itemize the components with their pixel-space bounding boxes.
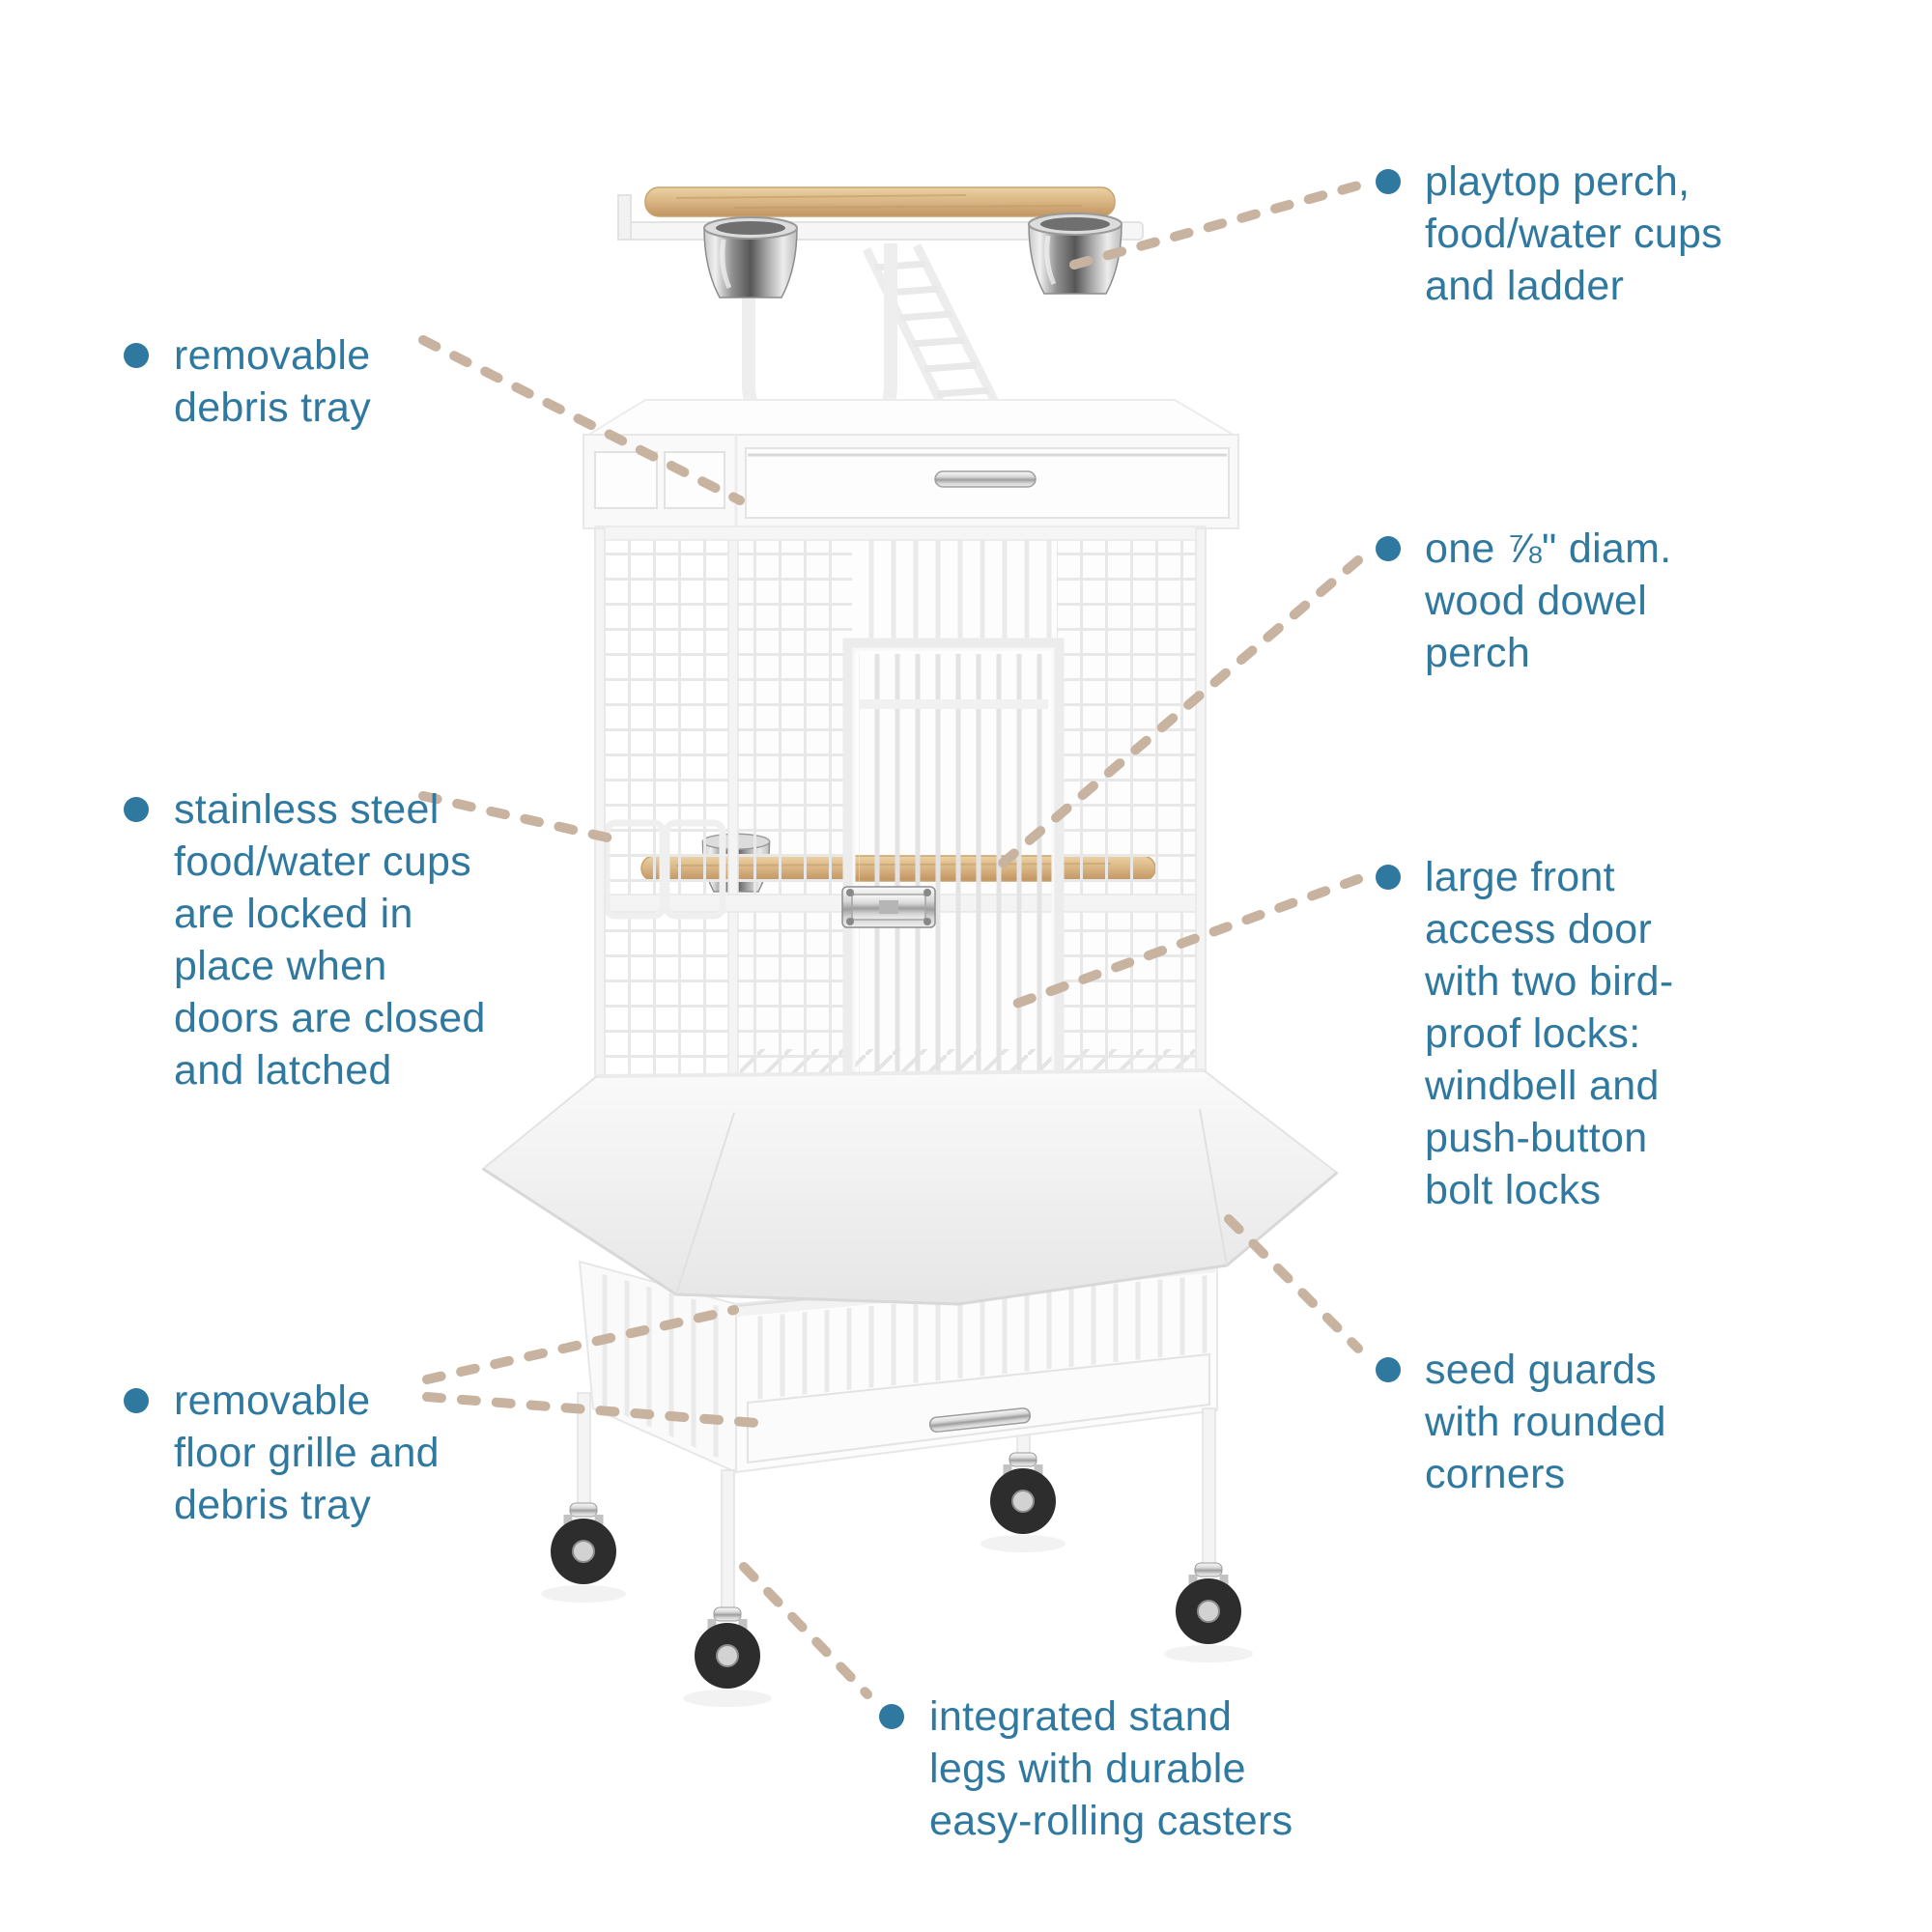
callout-line: debris tray [174,384,372,431]
seed-guard [481,1068,1339,1306]
cage-above-door-bars [854,539,1057,645]
callout-floor-grille: removable floor grille and debris tray [174,1375,440,1531]
callout-line: with two bird- [1425,958,1674,1005]
callout-front-door: large front access door with two bird- p… [1425,851,1674,1216]
bullet-seed-guards [1376,1357,1401,1382]
callout-line: large front [1425,854,1615,900]
callout-line: place when [174,943,387,989]
playtop [617,186,1144,434]
leader-cups-locked [418,791,625,845]
callout-line: and ladder [1425,263,1625,309]
leader-debris-tray [418,335,745,505]
door-latch-lock [841,886,936,928]
leader-front-door [1004,874,1363,1011]
callout-line: and latched [174,1047,392,1094]
bullet-debris-tray [124,343,149,368]
stand-legs-back [551,1348,1056,1584]
callout-line: debris tray [174,1482,372,1528]
food-water-cup-left [703,216,798,298]
callout-line: doors are closed [174,995,486,1041]
callout-line: playtop perch, [1425,158,1690,205]
caster-front-left [695,1606,760,1689]
bullet-floor-grille [124,1388,149,1413]
leg-front-left [721,1469,735,1616]
feeder-doors [603,819,726,920]
callout-line: removable [174,1378,371,1424]
caster-back-right [990,1452,1056,1534]
callout-line: corners [1425,1451,1566,1497]
cage-corner-post [727,527,739,1124]
callout-playtop: playtop perch, food/water cups and ladde… [1425,156,1722,312]
callout-line: food/water cups [174,838,472,885]
bullet-stand-legs [879,1704,904,1729]
callout-line: proof locks: [1425,1010,1641,1057]
leader-debris-drawer [422,1392,774,1429]
bullet-dowel-perch [1376,536,1401,561]
leader-playtop [1069,181,1363,270]
callout-line: floor grille and [174,1430,440,1476]
callout-line: one ⅞" diam. [1425,526,1672,572]
stand-debris-drawer [747,1352,1210,1464]
callout-line: food/water cups [1425,211,1723,257]
callout-line: bolt locks [1425,1167,1602,1213]
callout-line: wood dowel [1425,578,1648,624]
caster-back-left [551,1502,616,1584]
stand-legs-front [541,1407,1253,1707]
callout-line: perch [1425,630,1531,676]
food-water-cup-right [1028,213,1122,295]
callout-line: seed guards [1425,1347,1657,1393]
callout-line: access door [1425,906,1653,952]
cage-front-mesh-left [738,539,852,1121]
stand-cabinet [578,1258,1218,1474]
leader-stand-legs [739,1562,872,1699]
callout-line: windbell and [1425,1063,1660,1109]
leader-floor-grille [422,1305,739,1384]
callout-line: stainless steel [174,786,440,833]
bullet-front-door [1376,865,1401,890]
callout-line: legs with durable [929,1746,1246,1792]
caster-front-right [1176,1562,1241,1644]
top-tray-drawer-handle [934,470,1037,488]
callout-line: with rounded [1425,1399,1666,1445]
stand-drawer-handle [928,1407,1032,1433]
callout-line: removable [174,332,371,379]
callout-line: integrated stand [929,1693,1233,1740]
top-tray-drawer [745,447,1230,519]
bullet-cups-locked [124,797,149,822]
top-tray-box [582,399,1240,529]
callout-debris-tray: removable debris tray [174,329,371,434]
callout-line: push-button [1425,1115,1648,1161]
leader-lines [418,181,1363,1699]
cage-front-mesh-right [1057,539,1200,1121]
playtop-wood-perch [644,186,1116,217]
cage-body [594,526,1207,1125]
leader-seed-guards [1224,1214,1363,1353]
callout-cups-locked: stainless steel food/water cups are lock… [174,783,486,1096]
front-access-door [842,638,1065,1122]
cabinet-front-bars [744,1275,1209,1401]
playtop-rail-bracket [617,194,632,241]
callout-dowel-perch: one ⅞" diam. wood dowel perch [1425,523,1672,679]
leg-front-right [1202,1407,1216,1572]
callout-stand-legs: integrated stand legs with durable easy-… [929,1690,1293,1847]
bullet-playtop [1376,169,1401,194]
callout-line: easy-rolling casters [929,1798,1293,1844]
callout-seed-guards: seed guards with rounded corners [1425,1344,1666,1500]
top-debris-tray-slots [594,451,725,509]
leader-dowel-perch [988,555,1363,876]
callout-line: are locked in [174,891,413,937]
